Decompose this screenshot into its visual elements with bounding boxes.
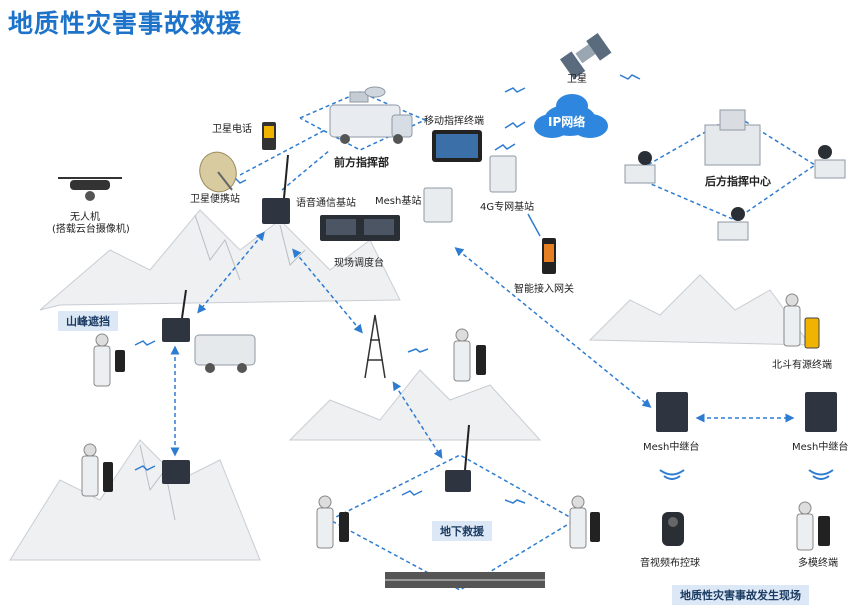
beidou-terminal-icon — [783, 293, 820, 349]
rear-command-building-icon — [704, 109, 761, 166]
label-beidou: 北斗有源终端 — [772, 360, 832, 371]
command-vehicle-icon — [329, 86, 413, 144]
mountain-left-lower — [9, 439, 261, 561]
sat-phone-icon — [262, 122, 276, 150]
rescuer-center-icon — [453, 328, 486, 382]
label-mesh-relay-right: Mesh中继台 — [792, 442, 849, 453]
rescuer-underground-left-icon — [316, 495, 349, 549]
tag-disaster-site: 地质性灾害事故发生现场 — [672, 585, 809, 605]
wifi-signal-right-icon — [808, 469, 834, 480]
page-title: 地质性灾害事故救援 — [8, 9, 243, 38]
label-multi-mode: 多模终端 — [798, 558, 838, 569]
ip-network-cloud-icon — [534, 94, 608, 138]
label-voice-station: 语音通信基站 — [296, 198, 356, 209]
drone-icon — [58, 177, 122, 201]
label-mesh-relay-left: Mesh中继台 — [643, 442, 700, 453]
label-sat-phone: 卫星电话 — [212, 124, 252, 135]
label-smart-gateway: 智能接入网关 — [514, 284, 574, 295]
operator-desk-left-icon — [624, 151, 656, 184]
tunnel-track-icon — [385, 572, 545, 588]
label-av-ball: 音视频布控球 — [640, 558, 700, 569]
rescuer-left-upper-icon — [93, 333, 125, 387]
lte-base-station-icon — [489, 155, 517, 193]
mesh-relay-right-icon — [805, 392, 837, 432]
sat-dish-icon — [199, 151, 237, 193]
multimode-terminal-icon — [796, 501, 830, 551]
left-repeater-lower-icon — [162, 460, 190, 484]
left-repeater-upper-icon — [162, 289, 190, 342]
rescuer-underground-right-icon — [569, 495, 600, 549]
mobile-terminal-icon — [432, 130, 482, 162]
label-drone-sub: (搭载云台摄像机) — [52, 224, 130, 235]
operator-desk-bottom-icon — [717, 207, 749, 241]
ambulance-icon — [194, 334, 256, 373]
label-rear-command: 后方指挥中心 — [705, 175, 771, 188]
operator-desk-right-icon — [814, 145, 846, 179]
underground-repeater-icon — [445, 424, 471, 492]
rescuer-left-lower-icon — [81, 443, 113, 497]
mountain-right — [588, 274, 811, 346]
label-lte-station: 4G专网基站 — [480, 202, 535, 213]
label-mesh-station: Mesh基站 — [375, 196, 422, 207]
av-ball-camera-icon — [662, 512, 684, 546]
mountain-center — [288, 369, 542, 441]
smart-gateway-icon — [527, 213, 556, 274]
label-ip-network: IP网络 — [548, 115, 586, 129]
relay-tower-icon — [364, 314, 386, 379]
mesh-base-station-icon — [423, 187, 453, 223]
tag-mountain-block: 山峰遮挡 — [58, 311, 118, 331]
tag-underground: 地下救援 — [432, 521, 492, 541]
satellite-icon — [560, 32, 612, 80]
dispatch-console-icon — [320, 215, 400, 241]
network-links — [170, 91, 817, 591]
mesh-relay-left-icon — [656, 392, 688, 432]
label-front-command: 前方指挥部 — [334, 156, 389, 169]
label-sat-portable: 卫星便携站 — [190, 194, 240, 205]
voice-base-station-icon — [262, 154, 290, 224]
label-satellite: 卫星 — [567, 74, 587, 85]
label-mobile-terminal: 移动指挥终端 — [424, 116, 484, 127]
label-drone: 无人机 — [70, 212, 100, 223]
signal-waves — [134, 74, 641, 504]
label-dispatch: 现场调度台 — [334, 258, 384, 269]
wifi-signal-left-icon — [659, 469, 685, 480]
